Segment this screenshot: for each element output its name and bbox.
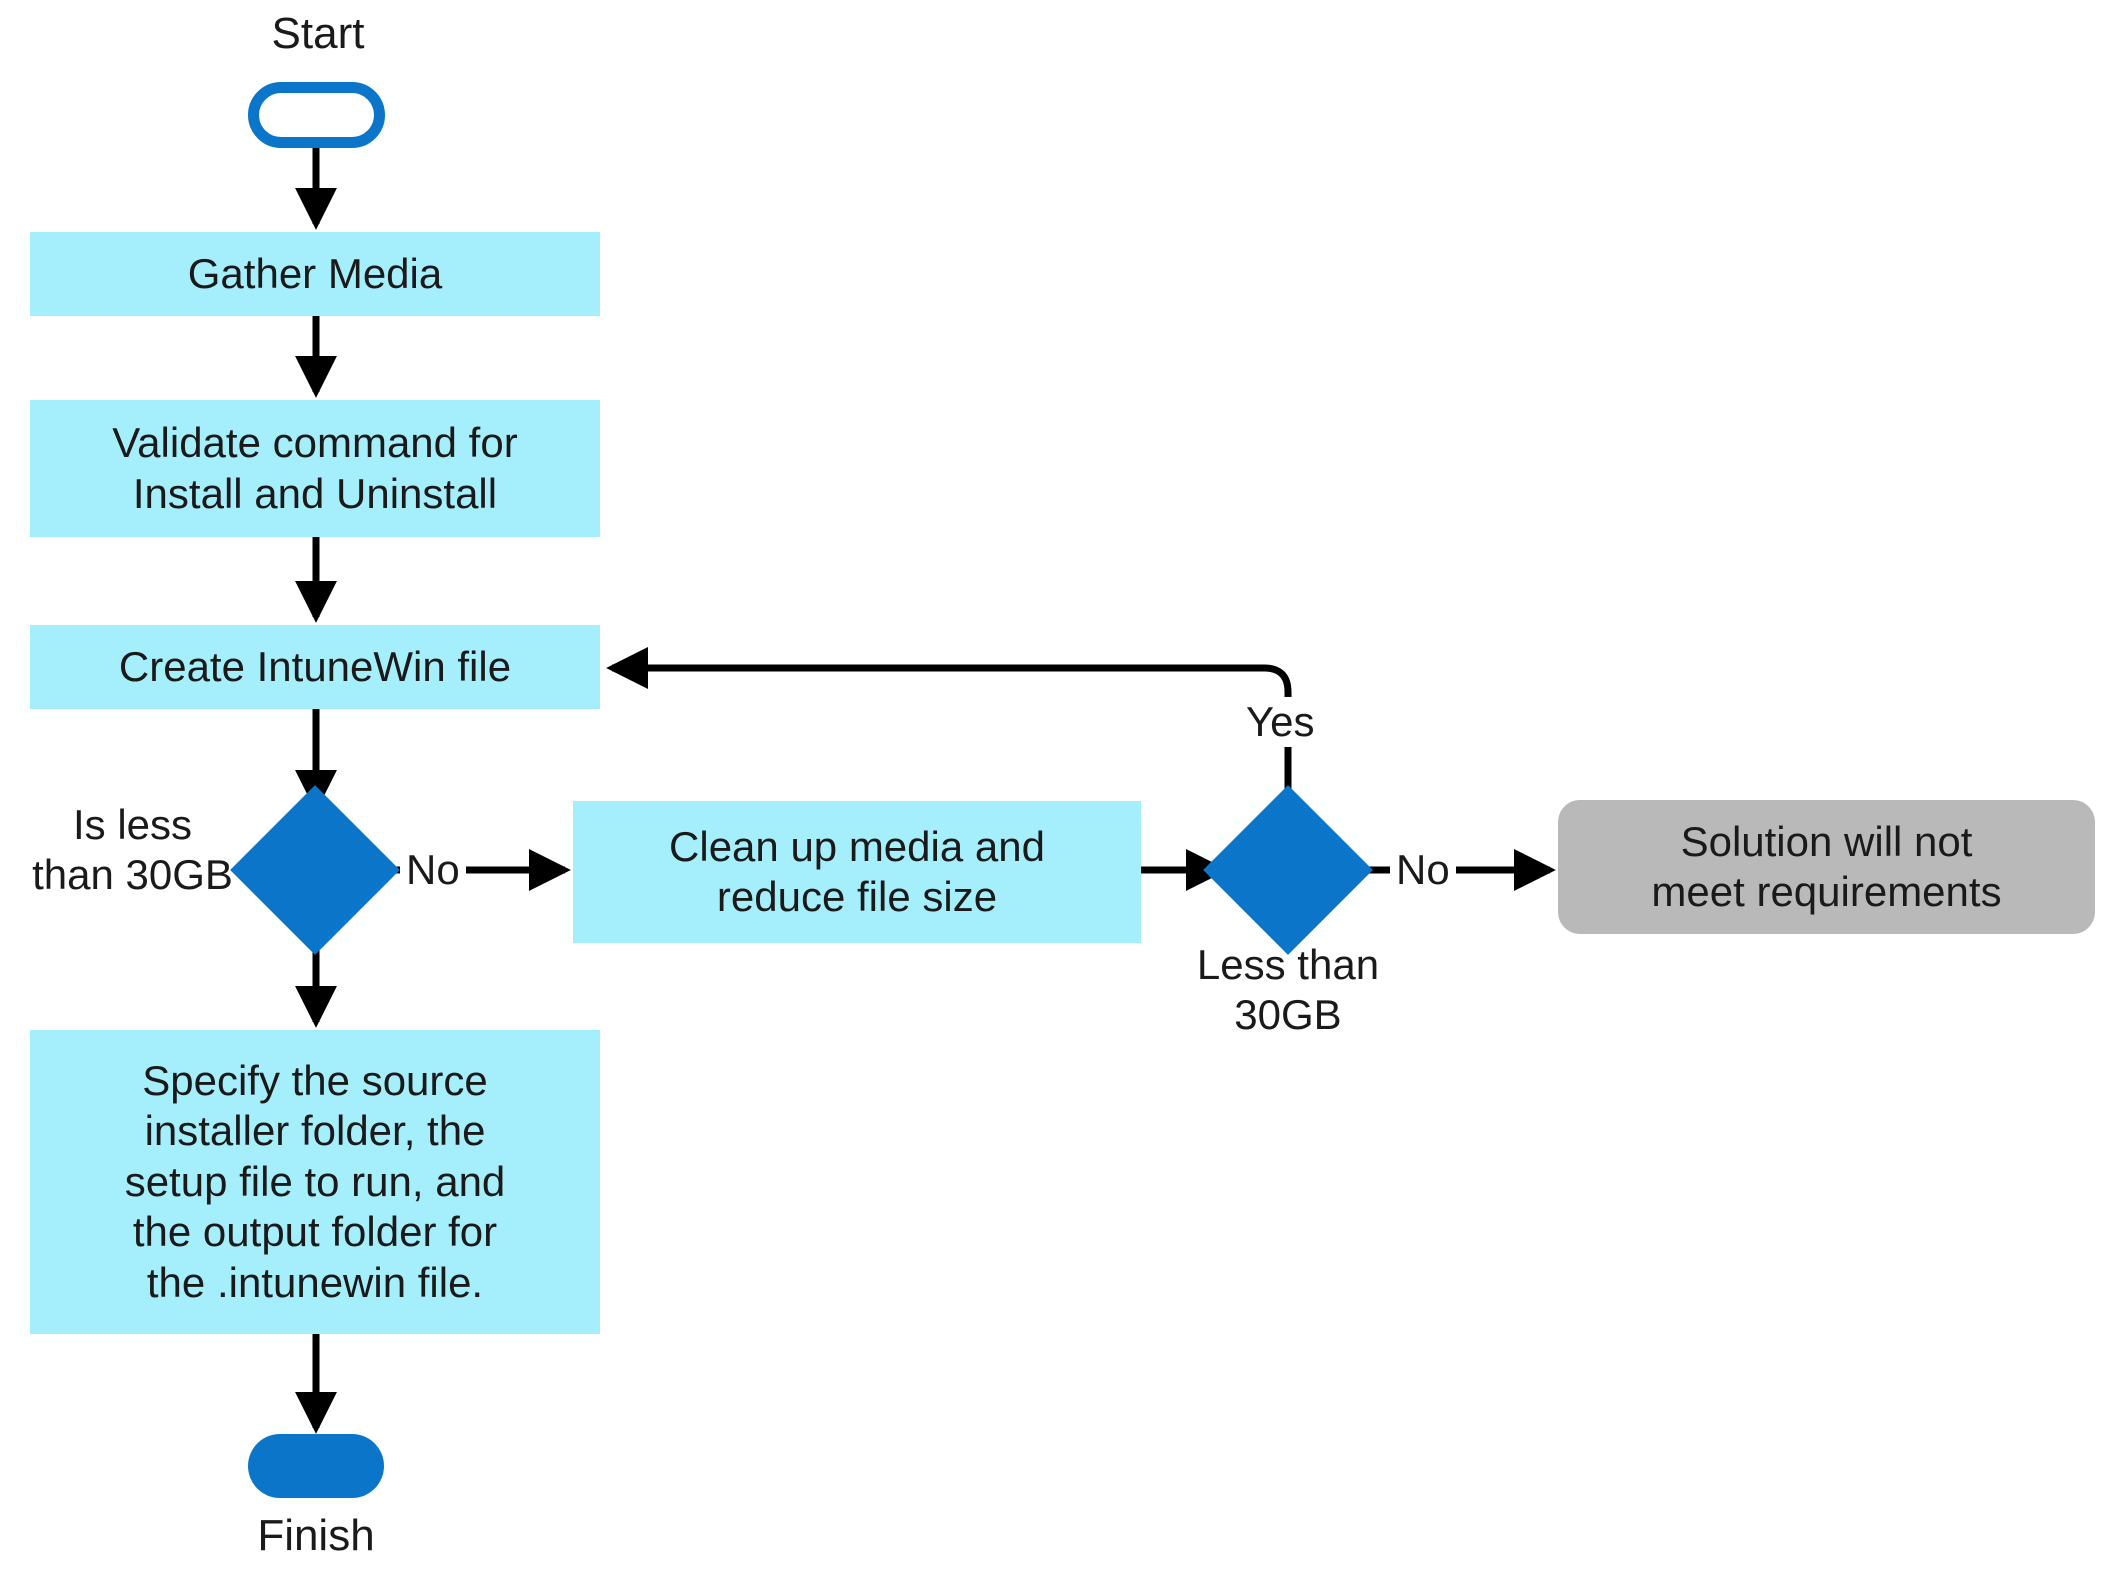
edge-label-no-second-decision: No [1390, 845, 1456, 895]
node-create-intunewin-file[interactable]: Create IntuneWin file [30, 625, 600, 709]
node-decision-is-less-than-30gb[interactable] [230, 785, 400, 955]
label-finish-caption: Finish [257, 1511, 375, 1560]
label-decision1-caption: Is less than 30GB [32, 801, 233, 898]
label-decision2-caption: Less than 30GB [1196, 941, 1380, 1038]
edge-decision2-yes-to-create [606, 647, 1292, 808]
edge-label-yes-second-decision: Yes [1240, 697, 1321, 747]
edge-label-no-first-decision: No [400, 845, 466, 895]
label-start-caption: Start [271, 9, 365, 58]
node-finish[interactable] [248, 1434, 384, 1498]
node-clean-up-media[interactable]: Clean up media and reduce file size [573, 801, 1141, 943]
node-decision-less-than-30gb[interactable] [1203, 785, 1373, 955]
node-solution-will-not-meet-requirements[interactable]: Solution will not meet requirements [1558, 800, 2095, 934]
node-start[interactable] [248, 82, 385, 148]
node-validate-command[interactable]: Validate command for Install and Uninsta… [30, 400, 600, 537]
node-specify-source-installer-folder[interactable]: Specify the source installer folder, the… [30, 1030, 600, 1334]
node-gather-media[interactable]: Gather Media [30, 232, 600, 316]
